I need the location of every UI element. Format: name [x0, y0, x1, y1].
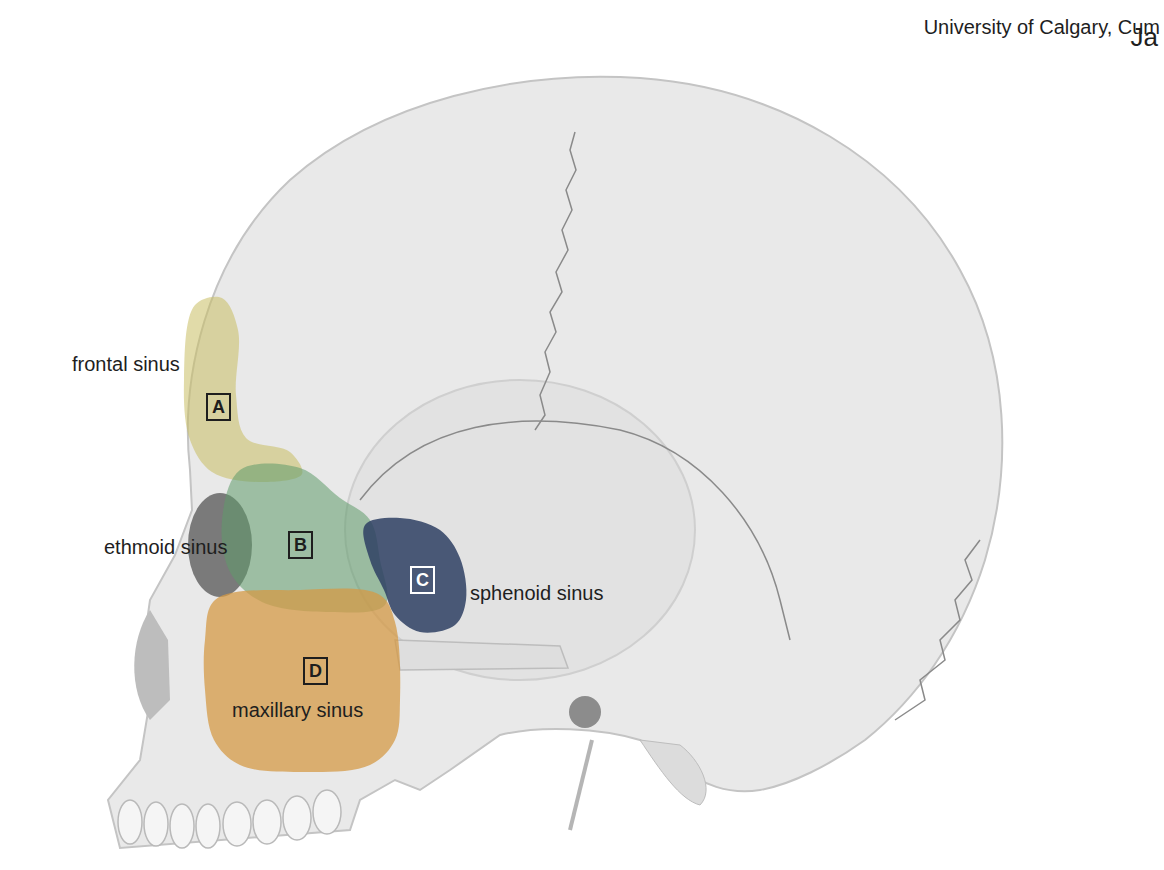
sinus-name: maxillary sinus [232, 698, 363, 722]
styloid-process [570, 740, 592, 830]
sinus-outline [184, 297, 303, 482]
squamosal-suture [360, 421, 790, 640]
tooth [313, 790, 341, 834]
sinus-outline [204, 589, 401, 772]
region-letter: D [303, 657, 328, 685]
header-text: University of Calgary, Cum [924, 16, 1160, 39]
sinus-name: ethmoid sinus [104, 535, 227, 559]
header-text: Ja [1131, 22, 1158, 53]
tooth [144, 802, 168, 846]
coronal-suture [535, 132, 576, 430]
region-letter: C [410, 566, 435, 594]
lambdoid-suture [895, 540, 980, 720]
tooth [118, 800, 142, 844]
tooth [283, 796, 311, 840]
ear-canal [569, 696, 601, 728]
nasal-aperture [134, 610, 170, 720]
tooth [253, 800, 281, 844]
sinus-region: frontal sinusA [184, 298, 302, 482]
sinus-region: Dmaxillary sinus [205, 590, 400, 772]
tooth [170, 804, 194, 848]
skull-outline [108, 77, 1002, 848]
teeth [118, 790, 341, 848]
region-letter: A [206, 393, 231, 421]
mastoid-process [640, 740, 706, 805]
sinus-shape [184, 298, 302, 482]
zygomatic-arch [395, 640, 568, 670]
sinus-name: sphenoid sinus [470, 581, 603, 605]
sinus-name: frontal sinus [72, 352, 180, 376]
tooth [223, 802, 251, 846]
tooth [196, 804, 220, 848]
region-letter: B [288, 531, 313, 559]
